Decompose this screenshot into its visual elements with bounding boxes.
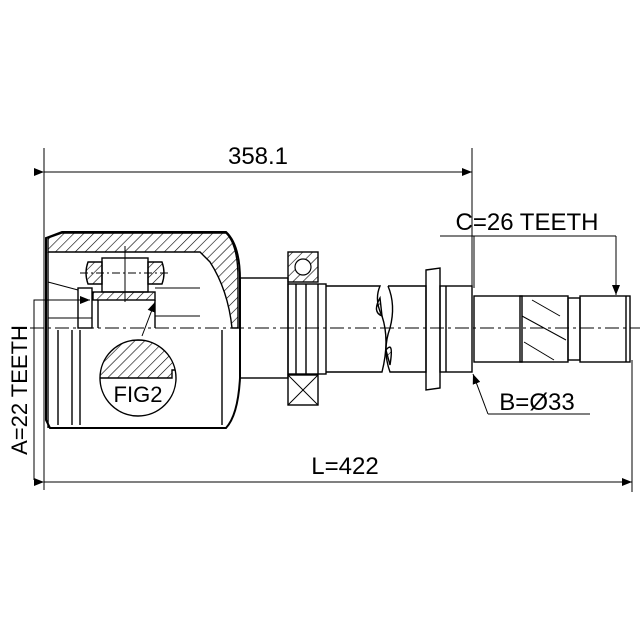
inner-teeth-callout: A=22 TEETH (7, 296, 90, 480)
dimension-total-length: L=422 (34, 360, 633, 492)
dimension-358: 358.1 (34, 143, 473, 490)
dimension-358-label: 358.1 (228, 143, 288, 170)
bearing-and-neck (239, 251, 327, 406)
fig2-detail: FIG2 (99, 301, 177, 417)
total-length-label: L=422 (311, 453, 378, 480)
outer-teeth-callout: C=26 TEETH (440, 209, 620, 295)
fig2-label: FIG2 (114, 382, 163, 407)
shaft-diameter-label: B=Ø33 (499, 389, 574, 416)
drive-shaft (326, 267, 631, 391)
inner-teeth-label: A=22 TEETH (7, 325, 32, 455)
outer-teeth-label: C=26 TEETH (456, 209, 599, 236)
shaft-diameter-callout: B=Ø33 (472, 373, 590, 416)
